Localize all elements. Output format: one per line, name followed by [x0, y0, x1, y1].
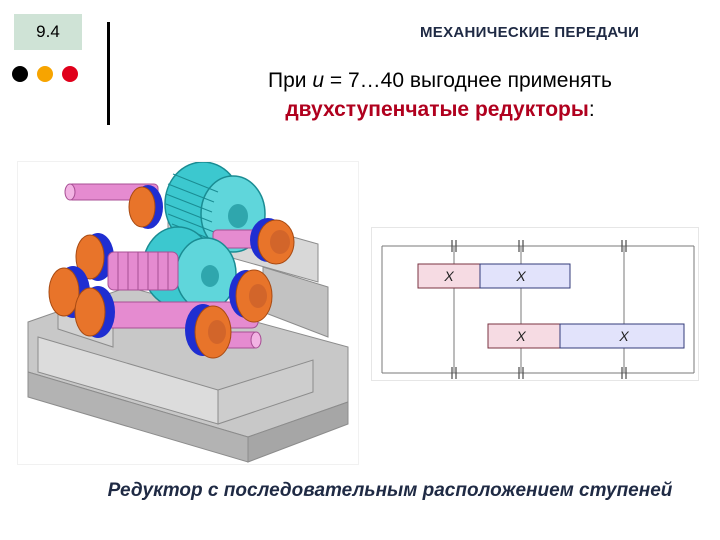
stage-2: X X: [487, 323, 685, 349]
heading-prefix: При: [268, 69, 307, 92]
gearbox-illustration: [18, 161, 358, 464]
kinematic-scheme: X X X X: [372, 228, 698, 380]
header-divider: [107, 22, 110, 125]
bearing-lower-left: [74, 286, 115, 338]
stage-1: X X: [417, 263, 571, 289]
bearing-top-left: [128, 185, 163, 229]
figure-caption: Редуктор с последовательным расположение…: [107, 480, 673, 501]
heading-highlight: двухступенчатые редукторы: [285, 98, 589, 121]
orange-dot: [37, 66, 53, 82]
bearing-left-upper: [75, 233, 114, 281]
nav-dots: [12, 66, 78, 82]
gear-mark-4: X: [618, 328, 629, 344]
black-dot: [12, 66, 28, 82]
heading-line-2: двухступенчатые редукторы:: [180, 95, 700, 124]
gear-mark-2: X: [515, 268, 526, 284]
heading-mid: = 7…40 выгоднее применять: [329, 69, 612, 92]
red-dot: [62, 66, 78, 82]
heading-line-1: При u = 7…40 выгоднее применять: [180, 66, 700, 95]
slide-heading: При u = 7…40 выгоднее применять двухступ…: [180, 66, 700, 124]
gear-mark-1: X: [443, 268, 454, 284]
bearing-marks: [451, 240, 627, 379]
heading-suffix: :: [588, 98, 595, 121]
heading-var-u: u: [312, 69, 325, 92]
intermediate-shaft: [212, 218, 295, 265]
slide-number-text: 9.4: [36, 22, 60, 41]
bearing-middle-right: [229, 269, 273, 323]
pinion-gear: [107, 251, 179, 291]
scheme-svg: X X X X: [381, 240, 695, 379]
gear-mark-3: X: [515, 328, 526, 344]
section-title: МЕХАНИЧЕСКИЕ ПЕРЕДАЧИ: [420, 24, 640, 41]
gearbox-svg: [27, 161, 349, 463]
bearing-lower-right: [185, 304, 232, 359]
slide-number: 9.4: [14, 14, 82, 50]
